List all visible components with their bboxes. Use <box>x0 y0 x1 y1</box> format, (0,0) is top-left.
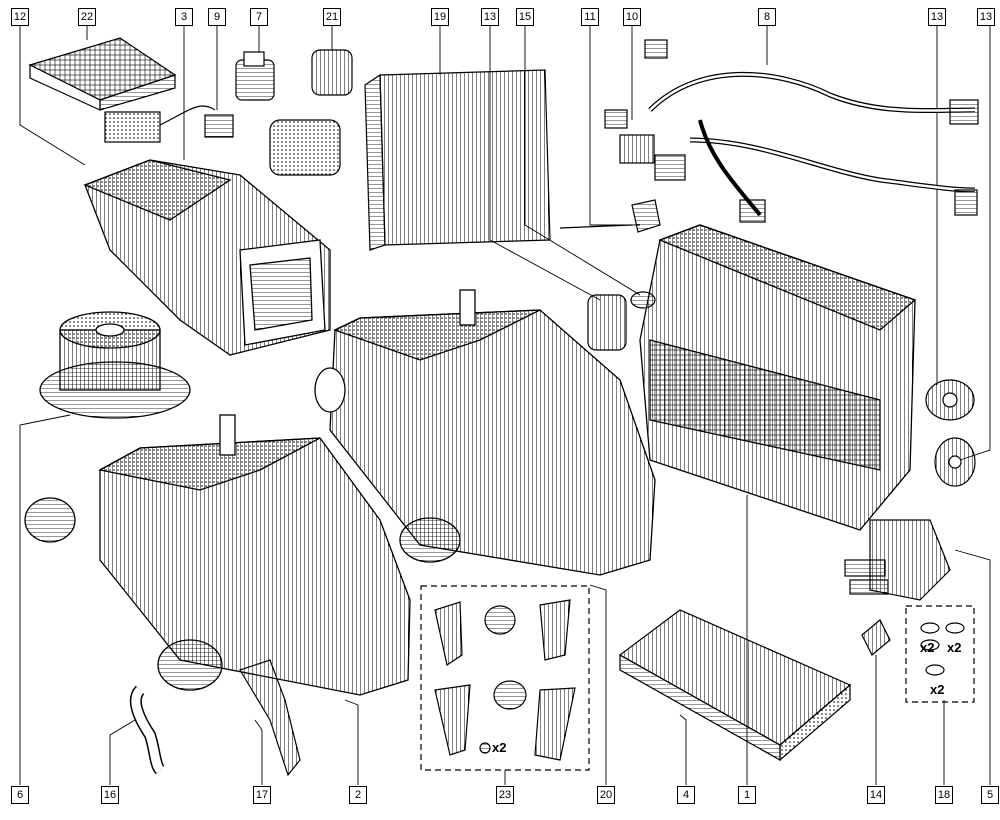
callout-11: 11 <box>581 8 599 26</box>
wiring-harness-8 <box>604 39 979 223</box>
hvac-housing-20 <box>314 289 656 576</box>
callout-3: 3 <box>175 8 193 26</box>
callout-1: 1 <box>738 786 756 804</box>
valve-5 <box>844 519 951 601</box>
quantity-label: x2 <box>930 682 945 697</box>
callout-10: 10 <box>623 8 641 26</box>
callout-23: 23 <box>496 786 514 804</box>
callout-14: 14 <box>867 786 885 804</box>
linkage-kit-23 <box>420 585 590 771</box>
connector-7 <box>235 51 275 101</box>
blower-housing-3 <box>83 159 331 356</box>
duct-17 <box>239 659 301 777</box>
actuator-13c <box>934 437 976 487</box>
callout-13: 13 <box>481 8 499 26</box>
callout-12: 12 <box>11 8 29 26</box>
callout-9: 9 <box>208 8 226 26</box>
callout-17: 17 <box>253 786 271 804</box>
callout-8: 8 <box>758 8 776 26</box>
actuator-13b <box>925 379 975 421</box>
connector-21 <box>311 49 353 96</box>
resistor-9 <box>104 105 234 143</box>
switch-14 <box>861 619 891 656</box>
evaporator-19 <box>269 69 551 251</box>
heater-core-4 <box>618 609 852 762</box>
callout-5: 5 <box>981 786 999 804</box>
cabin-filter-22 <box>28 37 177 111</box>
callout-22: 22 <box>78 8 96 26</box>
quantity-label: x2 <box>920 640 935 655</box>
sensor-11 <box>559 199 661 233</box>
callout-13-right: 13 <box>928 8 946 26</box>
hvac-housing-2 <box>24 414 411 696</box>
callout-16: 16 <box>101 786 119 804</box>
quantity-label: x2 <box>947 640 962 655</box>
o-ring-kit-18 <box>905 605 975 703</box>
callout-15: 15 <box>516 8 534 26</box>
callout-13-far-right: 13 <box>977 8 995 26</box>
hvac-unit-1 <box>639 224 917 531</box>
callout-4: 4 <box>677 786 695 804</box>
quantity-label: x2 <box>492 740 507 755</box>
drain-pipe-16 <box>129 685 165 775</box>
blower-motor-6 <box>39 311 191 419</box>
callout-6: 6 <box>11 786 29 804</box>
callout-2: 2 <box>349 786 367 804</box>
callout-20: 20 <box>597 786 615 804</box>
callout-19: 19 <box>431 8 449 26</box>
callout-21: 21 <box>323 8 341 26</box>
callout-18: 18 <box>935 786 953 804</box>
callout-7: 7 <box>250 8 268 26</box>
